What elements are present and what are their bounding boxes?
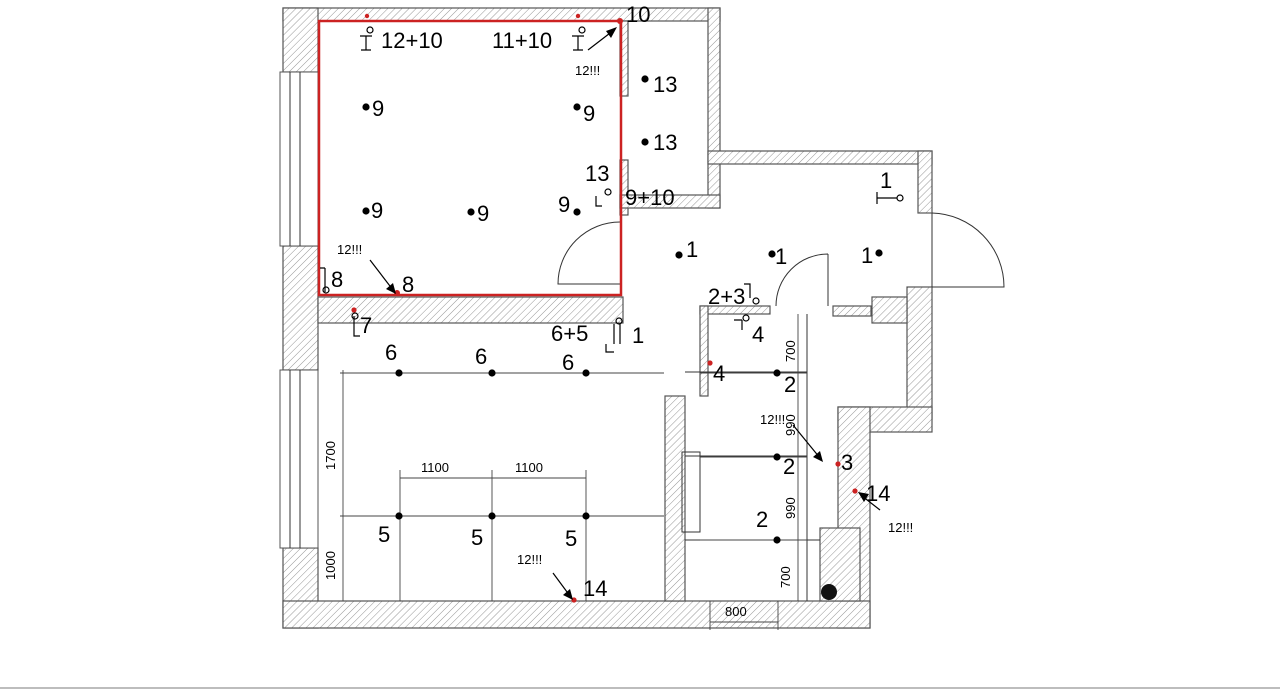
label-2-c: 2 (756, 507, 768, 532)
label-2-b: 2 (783, 454, 795, 479)
label-8-b: 8 (402, 272, 414, 297)
label-14-a: 14 (866, 481, 890, 506)
highlighted-room (317, 19, 623, 297)
label-9-10: 9+10 (625, 185, 675, 210)
label-9-e: 9 (558, 192, 570, 217)
windows (279, 71, 319, 549)
label-6-c: 6 (562, 350, 574, 375)
dim-990-b: 990 (783, 497, 798, 519)
label-6-a: 6 (385, 340, 397, 365)
label-9-d: 9 (477, 201, 489, 226)
label-12-excl-e: 12!!! (517, 552, 542, 567)
label-13-b: 13 (653, 130, 677, 155)
wall-left-mid (282, 245, 319, 371)
label-1-a: 1 (880, 168, 892, 193)
dim-1100-b: 1100 (515, 460, 543, 475)
label-5-a: 5 (378, 522, 390, 547)
wall-top (282, 7, 721, 22)
label-12-excl-a: 12!!! (575, 63, 600, 78)
door-bedroom (557, 221, 621, 285)
dim-1000: 1000 (323, 551, 338, 580)
label-14-b: 14 (583, 576, 607, 601)
doors (557, 212, 1005, 307)
label-11-10: 11+10 (492, 28, 552, 53)
drain-icon (821, 584, 837, 600)
switch-symbols (320, 26, 904, 353)
wall-partition-living (317, 296, 624, 324)
label-8-a: 8 (331, 267, 343, 292)
label-12-excl-c: 12!!! (760, 412, 785, 427)
label-13-c: 13 (585, 161, 609, 186)
label-4-a: 4 (752, 322, 764, 347)
label-1-b: 1 (686, 237, 698, 262)
wall-right-top (707, 150, 933, 165)
label-6-5: 6+5 (551, 321, 588, 346)
wall-left-upper (282, 7, 319, 73)
label-2-3: 2+3 (708, 284, 745, 309)
dim-700-b: 700 (778, 566, 793, 588)
label-1-e: 1 (632, 323, 644, 348)
wall-bath-left-top (699, 305, 709, 397)
dim-800: 800 (725, 604, 747, 619)
wall-bath-right (832, 305, 872, 317)
label-7: 7 (360, 313, 372, 338)
label-2-a: 2 (784, 372, 796, 397)
window-lower (279, 369, 319, 549)
wall-bottom (282, 600, 871, 629)
label-12-10: 12+10 (381, 28, 443, 53)
label-13-a: 13 (653, 72, 677, 97)
label-9-a: 9 (372, 96, 384, 121)
label-1-c: 1 (775, 244, 787, 269)
label-9-c: 9 (371, 198, 383, 223)
labels: 12+10 11+10 10 12!!! 13 13 9 9 13 9 9 9 … (323, 2, 913, 619)
door-bath (775, 253, 829, 307)
dim-1100-a: 1100 (421, 460, 449, 475)
label-5-c: 5 (565, 526, 577, 551)
arrows (369, 27, 881, 600)
label-5-b: 5 (471, 525, 483, 550)
label-6-b: 6 (475, 344, 487, 369)
label-12-excl-d: 12!!! (888, 520, 913, 535)
dimension-lines (340, 314, 807, 630)
label-10: 10 (626, 2, 650, 27)
wall-bath-left (664, 395, 686, 602)
walls (282, 7, 933, 629)
wall-right-mid (906, 286, 933, 420)
label-12-excl-b: 12!!! (337, 242, 362, 257)
dim-1700: 1700 (323, 441, 338, 470)
label-3: 3 (841, 450, 853, 475)
window-upper (279, 71, 319, 247)
dim-700-a: 700 (783, 340, 798, 362)
door-entrance (931, 212, 1005, 288)
label-4-b: 4 (713, 361, 725, 386)
wall-upper-right (707, 7, 721, 209)
label-1-d: 1 (861, 243, 873, 268)
wall-right-upper (917, 150, 933, 214)
wall-column (871, 296, 908, 324)
dim-990-a: 990 (783, 414, 798, 436)
label-9-b: 9 (583, 101, 595, 126)
bottom-divider (0, 687, 1280, 689)
power-points (351, 13, 883, 603)
